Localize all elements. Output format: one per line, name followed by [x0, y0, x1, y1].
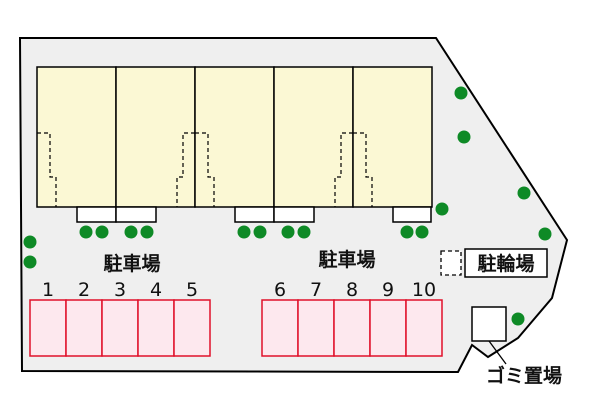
- parking-space-1: [29, 299, 67, 357]
- tree: [400, 225, 414, 239]
- parking-space-9: [369, 299, 407, 357]
- parking-number: 10: [412, 279, 436, 301]
- parking-number: 3: [114, 279, 126, 301]
- parking-left-label: 駐車場: [103, 252, 160, 275]
- garbage-area-leader: [488, 340, 507, 365]
- parking-space-8: [333, 299, 371, 357]
- tree: [237, 225, 251, 239]
- parking-right-label: 駐車場: [318, 248, 375, 271]
- parking-number: 2: [78, 279, 90, 301]
- bicycle-parking-label-box: [464, 248, 548, 278]
- parking-space-6: [261, 299, 299, 357]
- parking-right-spaces: [261, 299, 443, 357]
- building-unit-5: [352, 66, 433, 208]
- garbage-area-box: [471, 306, 507, 342]
- tree: [415, 225, 429, 239]
- garbage-area-label: ゴミ置場: [486, 364, 562, 387]
- parking-number: 1: [42, 279, 54, 301]
- bicycle-parking-marker: [440, 250, 462, 276]
- tree: [457, 130, 471, 144]
- trees: [23, 86, 552, 326]
- parking-space-3: [101, 299, 139, 357]
- tree: [140, 225, 154, 239]
- dashed-interior-lines: [37, 132, 373, 207]
- building-unit-3: [194, 66, 275, 208]
- parking-right-numbers: 6 7 8 9 10: [274, 279, 436, 301]
- building-unit-2: [115, 66, 196, 208]
- parking-space-5: [173, 299, 211, 357]
- parking-space-4: [137, 299, 175, 357]
- bicycle-parking-label: 駐輪場: [477, 252, 534, 275]
- parking-left-spaces: [29, 299, 211, 357]
- tree: [23, 235, 37, 249]
- parking-space-2: [65, 299, 103, 357]
- tree: [281, 225, 295, 239]
- tree: [435, 202, 449, 216]
- parking-number: 9: [382, 279, 394, 301]
- parking-number: 6: [274, 279, 286, 301]
- tree: [511, 312, 525, 326]
- tree: [95, 225, 109, 239]
- parking-space-10: [405, 299, 443, 357]
- porch: [234, 206, 275, 223]
- tree: [454, 86, 468, 100]
- parking-left-numbers: 1 2 3 4 5: [42, 279, 198, 301]
- tree: [253, 225, 267, 239]
- tree: [79, 225, 93, 239]
- tree: [538, 227, 552, 241]
- parking-number: 4: [150, 279, 162, 301]
- porch: [273, 206, 315, 223]
- parking-number: 5: [186, 279, 198, 301]
- tree: [23, 255, 37, 269]
- porch: [115, 206, 157, 223]
- tree: [517, 186, 531, 200]
- parking-number: 7: [310, 279, 322, 301]
- building-unit-1: [36, 66, 117, 208]
- parking-number: 8: [346, 279, 358, 301]
- porch: [76, 206, 117, 223]
- parking-space-7: [297, 299, 335, 357]
- tree: [124, 225, 138, 239]
- tree: [297, 225, 311, 239]
- porch: [392, 206, 432, 223]
- apartment-building: [36, 66, 433, 223]
